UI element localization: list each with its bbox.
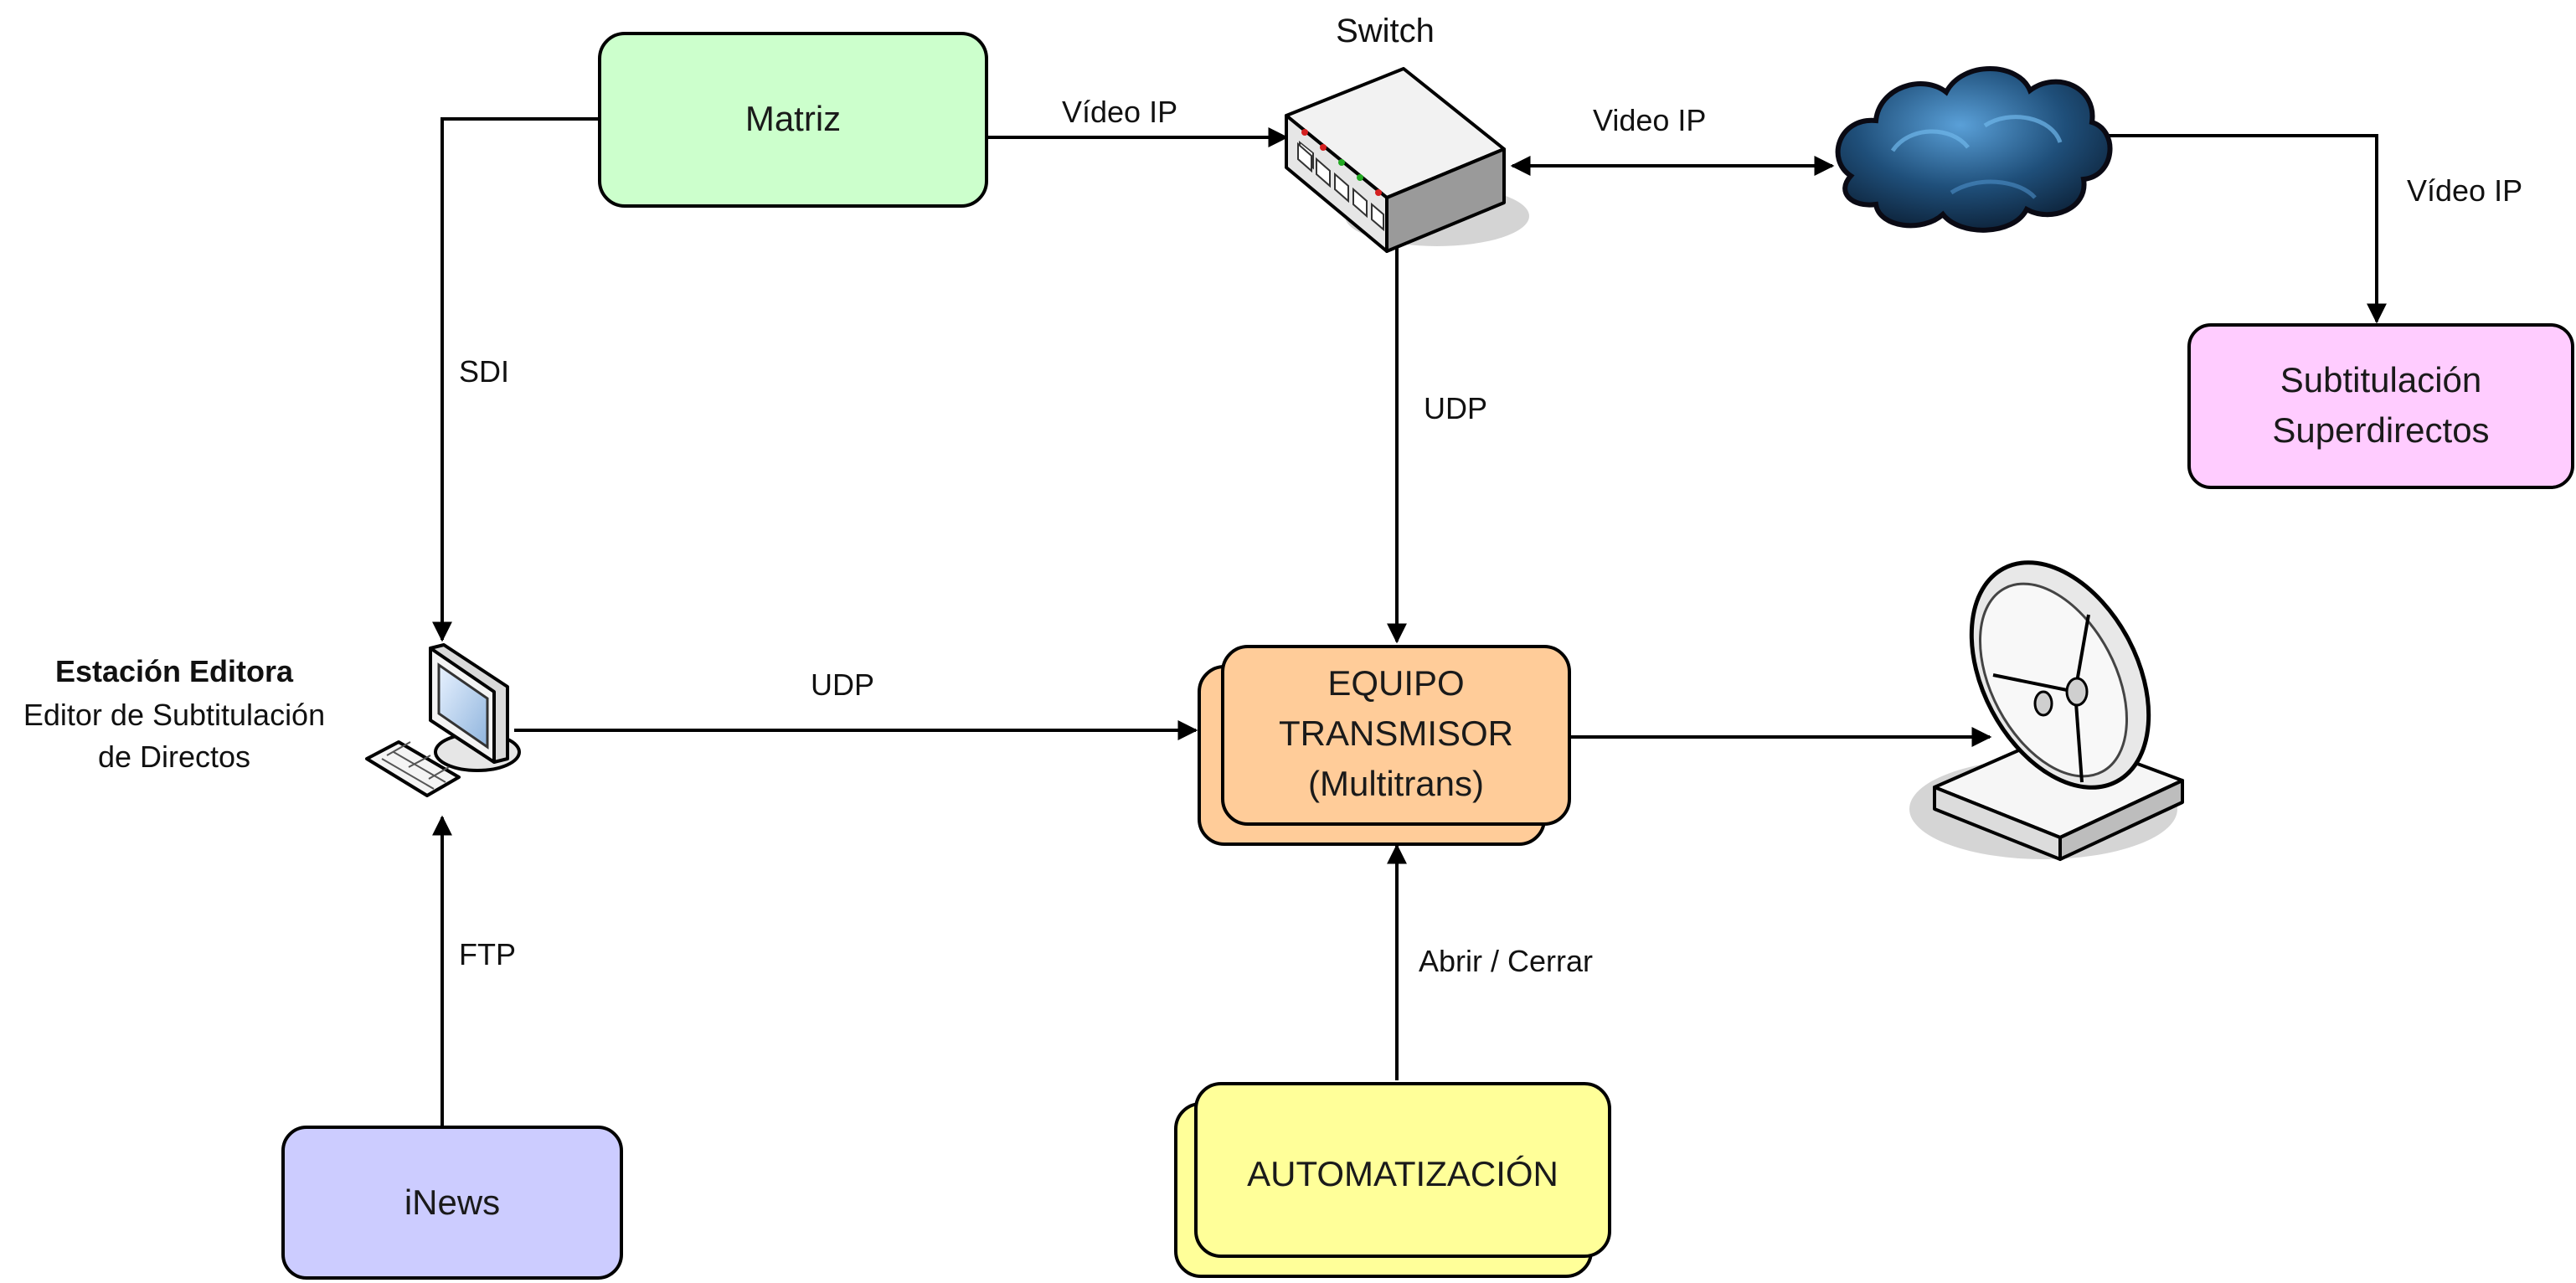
node-matriz: Matriz (598, 32, 988, 208)
node-equipo-box (1221, 645, 1571, 826)
node-equipo-line1: EQUIPO (1327, 663, 1464, 703)
edge-label-cloud-subtitulacion: Vídeo IP (2407, 173, 2522, 208)
edge-label-matriz-estacion: SDI (459, 354, 509, 389)
edge-label-switch-cloud: Video IP (1593, 103, 1706, 137)
node-subtitulacion: Subtitulación Superdirectos (2187, 323, 2574, 489)
node-equipo: EQUIPO TRANSMISOR (Multitrans) (1198, 645, 1571, 846)
estacion-title: Estación Editora (55, 654, 294, 688)
node-inews-box (281, 1126, 623, 1280)
edge-label-inews-estacion: FTP (459, 937, 516, 971)
satellite-dish-icon (1909, 560, 2184, 861)
edge-label-estacion-equipo: UDP (811, 667, 874, 702)
estacion-subtitle-1: Editor de Subtitulación (23, 698, 325, 732)
node-subtitulacion-line1: Subtitulación (2280, 360, 2482, 399)
computer-icon (365, 643, 521, 797)
edge-cloud-subtitulacion (2083, 126, 2387, 324)
node-equipo-line2: TRANSMISOR (1279, 714, 1513, 753)
edge-matriz-estacion (432, 117, 600, 642)
node-inews: iNews (281, 1126, 623, 1280)
node-matriz-box (598, 32, 988, 208)
node-automatizacion: AUTOMATIZACIÓN (1174, 1082, 1611, 1278)
node-automatizacion-box (1194, 1082, 1611, 1258)
cloud-icon (1835, 66, 2113, 233)
switch-icon (1285, 67, 1529, 253)
edge-label-automatizacion-equipo: Abrir / Cerrar (1419, 944, 1593, 978)
edge-label-matriz-switch: Vídeo IP (1062, 95, 1177, 129)
edge-label-switch-equipo: UDP (1424, 391, 1487, 425)
node-estacion-labels: Estación Editora Editor de Subtitulación… (23, 654, 325, 774)
node-matriz-label: Matriz (745, 99, 841, 138)
node-subtitulacion-line2: Superdirectos (2272, 410, 2489, 450)
switch-title: Switch (1336, 13, 1435, 49)
estacion-subtitle-2: de Directos (98, 739, 250, 774)
node-automatizacion-label: AUTOMATIZACIÓN (1247, 1154, 1558, 1193)
node-subtitulacion-box (2187, 323, 2574, 489)
node-inews-label: iNews (404, 1183, 500, 1222)
node-equipo-line3: (Multitrans) (1308, 764, 1484, 803)
